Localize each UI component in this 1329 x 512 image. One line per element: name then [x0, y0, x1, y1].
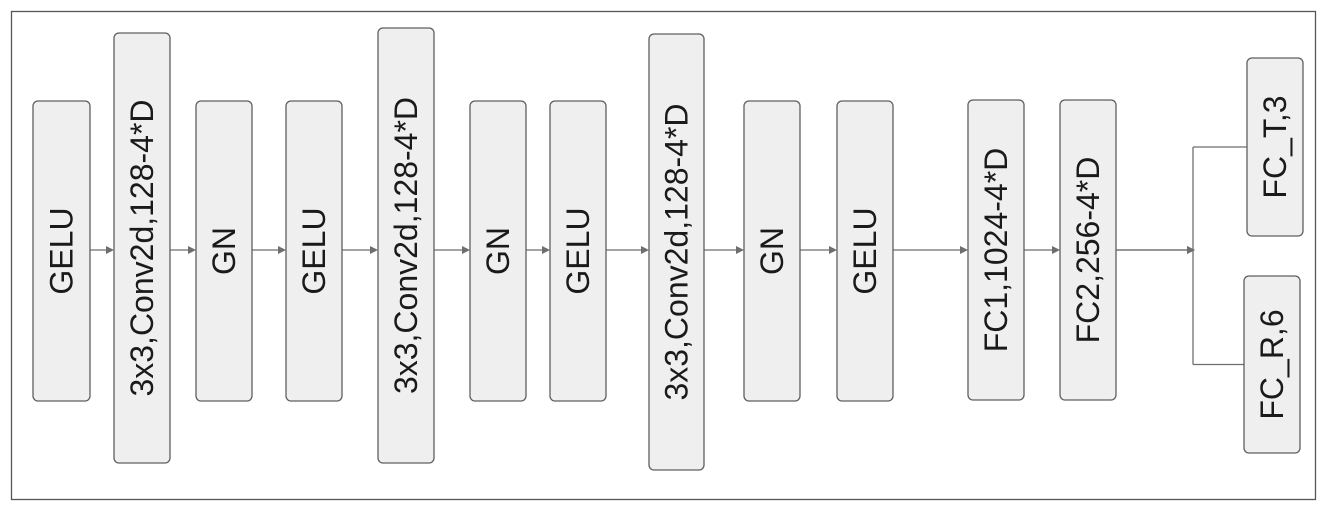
block-box: [113, 32, 171, 464]
edge-arrowhead: [370, 246, 378, 254]
edge-arrowhead: [960, 246, 968, 254]
block-label: GELU: [560, 207, 596, 294]
block-gelu4: GELU: [836, 100, 894, 402]
edge-layer: [90, 146, 1247, 366]
block-conv3: 3x3,Conv2d,128-4*D: [648, 33, 705, 471]
edge-arrowhead: [829, 246, 837, 254]
block-label: GN: [480, 227, 516, 275]
block-box: [1059, 99, 1117, 401]
edge-arrowhead: [641, 246, 649, 254]
block-label: FC2,256-4*D: [1070, 157, 1106, 344]
edge-arrowhead: [188, 246, 196, 254]
block-box: [1243, 275, 1301, 454]
edge-arrowhead: [106, 246, 114, 254]
block-box: [967, 99, 1025, 401]
edge-arrowhead: [736, 246, 744, 254]
block-gn3: GN: [743, 100, 801, 402]
edge-arrowhead: [462, 246, 470, 254]
block-box: [32, 100, 91, 402]
block-box: [377, 27, 435, 464]
block-label: GELU: [847, 207, 883, 294]
block-layer: GELU 3x3,Conv2d,128-4*D GN GELU 3x3,Conv2d,1…: [32, 27, 1304, 471]
block-fc1: FC1,1024-4*D: [967, 99, 1025, 401]
block-gn2: GN: [469, 100, 527, 402]
block-label: GN: [754, 227, 790, 275]
block-gelu3: GELU: [549, 100, 607, 402]
block-gn1: GN: [195, 100, 253, 402]
block-box: [743, 100, 801, 402]
edge-arrowhead: [1187, 246, 1195, 254]
edge-arrowhead: [1052, 246, 1060, 254]
edge-arrowhead: [278, 246, 286, 254]
block-box: [469, 100, 527, 402]
block-label: FC1,1024-4*D: [978, 148, 1014, 353]
block-conv2: 3x3,Conv2d,128-4*D: [377, 27, 435, 464]
block-label: GN: [206, 227, 242, 275]
block-fc_r: FC_R,6: [1243, 275, 1301, 454]
block-box: [549, 100, 607, 402]
block-label: GELU: [44, 207, 80, 294]
block-box: [1246, 57, 1304, 237]
block-label: FC_T,3: [1257, 95, 1293, 198]
block-box: [648, 33, 705, 471]
block-label: FC_R,6: [1254, 309, 1290, 419]
block-box: [195, 100, 253, 402]
block-label: 3x3,Conv2d,128-4*D: [659, 103, 695, 400]
block-gelu1: GELU: [32, 100, 91, 402]
block-box: [836, 100, 894, 402]
block-conv1: 3x3,Conv2d,128-4*D: [113, 32, 171, 464]
block-box: [285, 100, 343, 402]
block-label: GELU: [296, 207, 332, 294]
block-gelu2: GELU: [285, 100, 343, 402]
block-fc_t: FC_T,3: [1246, 57, 1304, 237]
block-fc2: FC2,256-4*D: [1059, 99, 1117, 401]
edge-arrowhead: [542, 246, 550, 254]
block-label: 3x3,Conv2d,128-4*D: [388, 97, 424, 394]
block-label: 3x3,Conv2d,128-4*D: [124, 99, 160, 396]
